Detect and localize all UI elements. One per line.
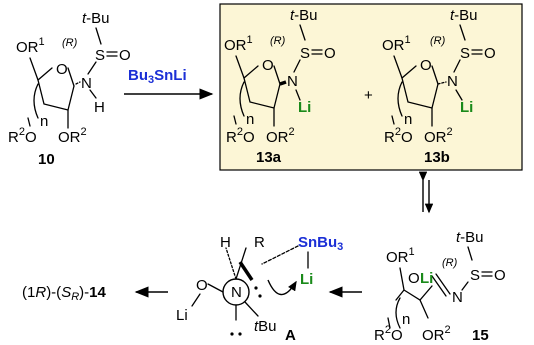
label-13a: 13a [256, 149, 282, 166]
r2o-group: R2O [384, 126, 413, 146]
lithium-atom: Li [420, 270, 433, 287]
r2o-group: R2O [374, 324, 403, 344]
ring-oxygen: O [262, 57, 274, 74]
or2-group: OR2 [58, 126, 87, 146]
r2o-group: R2O [8, 126, 37, 146]
product-14: (1R)-(SR)-14 [22, 284, 106, 303]
equilibrium-arrow [418, 171, 434, 214]
tbu-label: t-Bu [450, 7, 478, 24]
sulfur-atom: S [460, 45, 470, 62]
tbu-label: t-Bu [456, 229, 484, 246]
hydrogen-atom: H [94, 99, 105, 116]
n-index: n [40, 113, 48, 130]
o-atom: O [408, 270, 420, 287]
intermediate-a: N H R O Li tBu SnBu3 Li A [176, 234, 343, 344]
ring-oxygen: O [56, 61, 68, 78]
sulfur-atom: S [95, 47, 105, 64]
lithium-atom: Li [298, 99, 311, 116]
tbu-group: tBu [254, 318, 277, 335]
or2-group: OR2 [422, 324, 451, 344]
label-15: 15 [472, 327, 489, 344]
or1-group: OR1 [16, 36, 45, 56]
ring-oxygen: O [420, 57, 432, 74]
reagent-label: Bu3SnLi [128, 67, 187, 86]
n-index: n [402, 311, 410, 328]
oxygen-atom: O [494, 267, 506, 284]
nitrogen-atom: N [287, 73, 298, 90]
h-atom: H [220, 234, 231, 251]
tbu-label: t-Bu [290, 7, 318, 24]
label-a: A [285, 327, 296, 344]
arrow-reagent: Bu3SnLi [124, 67, 214, 100]
oxygen-atom: O [324, 45, 336, 62]
o-atom: O [196, 277, 208, 294]
or1-group: OR1 [224, 34, 253, 54]
lithium-atom: Li [460, 99, 473, 116]
r-group: R [254, 234, 265, 251]
r-config: (R) [430, 35, 446, 47]
product-box [219, 3, 523, 171]
sulfur-atom: S [470, 267, 480, 284]
oxygen-atom: O [484, 45, 496, 62]
label-10: 10 [38, 151, 55, 168]
r-config: (R) [62, 37, 78, 49]
nitrogen-atom: N [447, 73, 458, 90]
compound-13b: t-Bu (R) S O N Li O OR1 n R2O OR2 13b [382, 7, 496, 166]
r2o-group: R2O [226, 126, 255, 146]
n-index: n [246, 111, 254, 128]
or2-group: OR2 [424, 126, 453, 146]
r-config: (R) [442, 257, 458, 269]
li-cation: Li [300, 271, 313, 288]
sulfur-atom: S [300, 45, 310, 62]
compound-15: t-Bu (R) S O N OR1 O Li n R2O OR2 15 [374, 229, 506, 344]
compound-13a: t-Bu (R) S O N Li O OR1 n R2O OR2 13a [224, 7, 336, 166]
compound-10: t-Bu (R) S O N H O OR1 n R2O OR2 10 [8, 10, 131, 168]
or2-group: OR2 [266, 126, 295, 146]
oxygen-atom: O [119, 47, 131, 64]
nitrogen-atom: N [452, 289, 463, 306]
snbu3-group: SnBu3 [298, 234, 343, 253]
plus-sign: + [364, 87, 373, 104]
label-14: (1R)-(SR)-14 [22, 284, 106, 303]
label-13b: 13b [424, 149, 450, 166]
or1-group: OR1 [386, 246, 415, 266]
n-index: n [404, 111, 412, 128]
or1-group: OR1 [382, 34, 411, 54]
nitrogen-atom: N [231, 284, 242, 301]
li-atom: Li [176, 307, 188, 324]
r-config: (R) [270, 35, 286, 47]
nitrogen-atom: N [81, 75, 92, 92]
tbu-label: t-Bu [82, 10, 110, 27]
